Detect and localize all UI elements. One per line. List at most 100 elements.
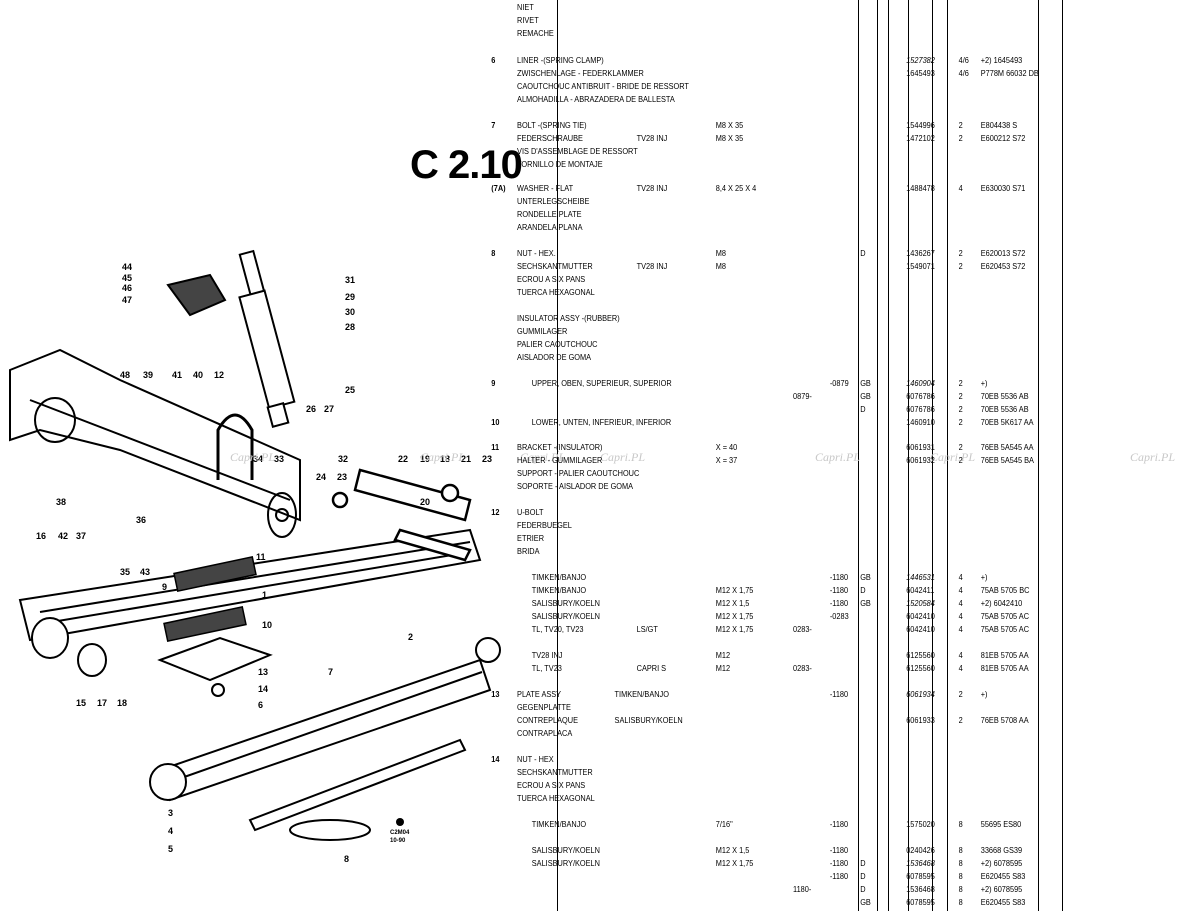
cell-ref: 76EB 5A545 BA bbox=[980, 456, 1034, 465]
shackle-links bbox=[331, 468, 472, 562]
u-bolt bbox=[216, 413, 254, 480]
callout-number: 11 bbox=[256, 552, 266, 562]
callout-number: 47 bbox=[122, 295, 132, 305]
cell-desc: BRIDA bbox=[517, 547, 540, 556]
callout-number: 45 bbox=[122, 273, 132, 283]
cell-ref: P778M 66032 DB bbox=[980, 69, 1039, 78]
cell-desc: BRACKET -(INSULATOR) bbox=[517, 443, 603, 452]
cell-qty: 4 bbox=[958, 651, 963, 660]
cell-qty: 2 bbox=[958, 121, 963, 130]
cell-part: 1488478 bbox=[906, 184, 935, 193]
cell-part: 6076786 bbox=[906, 405, 935, 414]
cell-qty: 2 bbox=[958, 405, 963, 414]
cell-spec: M12 bbox=[715, 651, 731, 660]
cell-spec: 8,4 X 25 X 4 bbox=[715, 184, 757, 193]
cell-mkt: D bbox=[860, 586, 866, 595]
cell-no: 14 bbox=[491, 755, 500, 764]
cell-qty: 4 bbox=[958, 664, 963, 673]
cell-ref: 75AB 5705 AC bbox=[980, 612, 1030, 621]
cell-spec: M12 X 1,75 bbox=[715, 859, 754, 868]
table-row: REMACHE bbox=[0, 28, 1104, 40]
table-row: SECHSKANTMUTTER bbox=[0, 767, 1104, 779]
callout-number: 46 bbox=[122, 283, 132, 293]
cell-mod2: TIMKEN/BANJO bbox=[614, 690, 669, 699]
cell-qty: 2 bbox=[958, 716, 963, 725]
cell-to: -1180 bbox=[829, 820, 849, 829]
table-row: CAOUTCHOUC ANTIBRUIT - BRIDE DE RESSORT bbox=[0, 81, 1104, 93]
table-row: INSULATOR ASSY -(RUBBER) bbox=[0, 313, 1104, 325]
cell-desc: UPPER, OBEN, SUPERIEUR, SUPERIOR bbox=[531, 379, 672, 388]
cell-desc: SUPPORT - PALIER CAOUTCHOUC bbox=[517, 469, 640, 478]
callout-number: 31 bbox=[345, 275, 355, 285]
cell-desc: AISLADOR DE GOMA bbox=[517, 353, 592, 362]
cell-desc: SALISBURY/KOELN bbox=[531, 612, 600, 621]
cell-no: 9 bbox=[491, 379, 496, 388]
cell-spec: M8 bbox=[715, 262, 726, 271]
cell-ref: 81EB 5705 AA bbox=[980, 664, 1029, 673]
cell-part: 6042410 bbox=[906, 612, 935, 621]
cell-qty: 4 bbox=[958, 586, 963, 595]
cell-desc: ALMOHADILLA - ABRAZADERA DE BALLESTA bbox=[517, 95, 675, 104]
cell-ref: +) bbox=[980, 690, 988, 699]
cell-part: 1527382 bbox=[906, 56, 935, 65]
cell-desc: TV28 INJ bbox=[531, 651, 563, 660]
cell-to: -1180 bbox=[829, 846, 849, 855]
callout-number: 26 bbox=[306, 404, 316, 414]
callout-number: 18 bbox=[440, 454, 450, 464]
cell-ref: E630030 S71 bbox=[980, 184, 1026, 193]
cell-qty: 2 bbox=[958, 249, 963, 258]
callout-number: 2 bbox=[408, 632, 413, 642]
cell-qty: 4 bbox=[958, 625, 963, 634]
cell-desc: TIMKEN/BANJO bbox=[531, 820, 587, 829]
cell-from: 0879- bbox=[793, 392, 812, 401]
cell-desc: NIET bbox=[517, 3, 534, 12]
cell-desc: REMACHE bbox=[517, 29, 554, 38]
insulators bbox=[163, 555, 257, 643]
table-row: ARANDELA PLANA bbox=[0, 222, 1104, 234]
cell-desc: PLATE ASSY bbox=[517, 690, 562, 699]
table-row: GUMMILAGER bbox=[0, 326, 1104, 338]
cell-ref: +2) 6042410 bbox=[980, 599, 1023, 608]
callout-number: 7 bbox=[328, 667, 333, 677]
cell-desc: TIMKEN/BANJO bbox=[531, 586, 587, 595]
cell-from: 0283- bbox=[793, 625, 812, 634]
table-row: ECROU A SIX PANS bbox=[0, 780, 1104, 792]
cell-ref: 70EB 5536 AB bbox=[980, 405, 1029, 414]
stamp-code: C2M04 bbox=[390, 830, 410, 836]
table-row: SOPORTE - AISLADOR DE GOMA bbox=[0, 481, 1104, 493]
table-row: ECROU A SIX PANS bbox=[0, 274, 1104, 286]
callout-number: 29 bbox=[345, 292, 355, 302]
cell-mkt: GB bbox=[860, 573, 871, 582]
callout-number: 37 bbox=[76, 531, 86, 541]
table-row: RONDELLE PLATE bbox=[0, 209, 1104, 221]
callout-number: 28 bbox=[345, 322, 355, 332]
cell-part: 1436267 bbox=[906, 249, 935, 258]
callout-number: 40 bbox=[193, 370, 203, 380]
top-bracket bbox=[166, 273, 227, 317]
shock-absorber bbox=[238, 249, 296, 428]
cell-qty: 4 bbox=[958, 612, 963, 621]
cell-mkt: D bbox=[860, 405, 866, 414]
cell-desc: ARANDELA PLANA bbox=[517, 223, 583, 232]
cell-desc: ECROU A SIX PANS bbox=[517, 275, 586, 284]
cell-desc: TUERCA HEXAGONAL bbox=[517, 288, 595, 297]
cell-ref: +2) 6078595 bbox=[980, 859, 1023, 868]
cell-no: 7 bbox=[491, 121, 496, 130]
cell-no: 11 bbox=[491, 443, 500, 452]
cell-mkt: D bbox=[860, 885, 866, 894]
cell-mod: CAPRI S bbox=[636, 664, 667, 673]
cell-to: -0879 bbox=[829, 379, 849, 388]
callout-number: 27 bbox=[324, 404, 334, 414]
watermark-text: Capri.PL bbox=[1130, 450, 1176, 464]
callout-number: 6 bbox=[258, 700, 263, 710]
callout-number: 12 bbox=[214, 370, 224, 380]
